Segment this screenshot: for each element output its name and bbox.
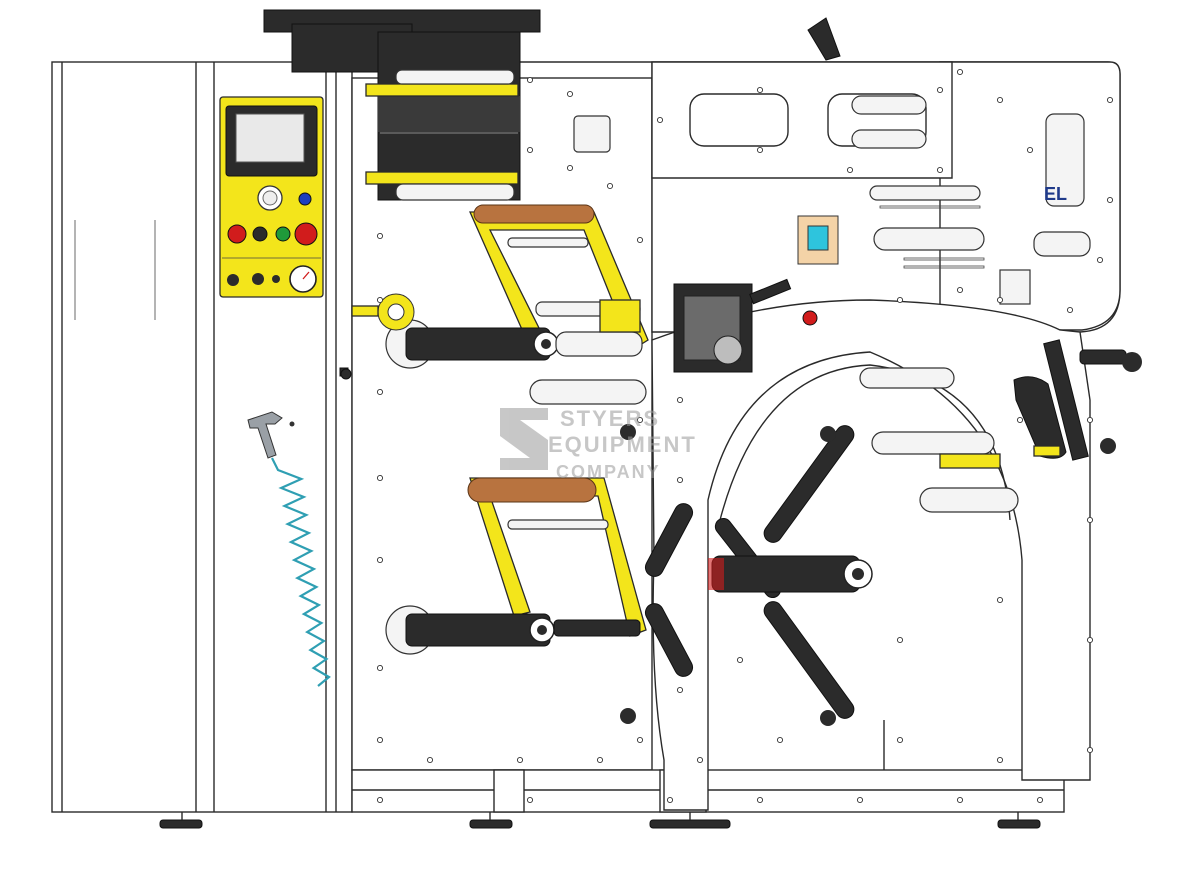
- fastener-dot: [676, 476, 684, 484]
- fastener-dot: [996, 596, 1004, 604]
- fastener-dot: [846, 166, 854, 174]
- knife-unit[interactable]: [673, 278, 818, 373]
- fastener-dot: [956, 68, 964, 76]
- fastener-dot: [376, 296, 384, 304]
- fastener-dots: [376, 68, 1114, 804]
- touchscreen-icon[interactable]: [235, 113, 305, 163]
- fastener-dot: [956, 796, 964, 804]
- fastener-dot: [376, 664, 384, 672]
- fastener-dot: [1106, 196, 1114, 204]
- top-web-guide: [263, 9, 841, 201]
- fastener-dot: [376, 474, 384, 482]
- fastener-dot: [1016, 416, 1024, 424]
- fastener-dot: [1086, 636, 1094, 644]
- machine-feet: [159, 812, 1041, 829]
- fastener-dot: [426, 756, 434, 764]
- fastener-dot: [1106, 96, 1114, 104]
- upper-unwind-shaft: [385, 319, 643, 369]
- fastener-dot: [1086, 516, 1094, 524]
- fastener-dot: [526, 146, 534, 154]
- fastener-dot: [566, 90, 574, 98]
- fastener-dot: [636, 236, 644, 244]
- fastener-dot: [636, 736, 644, 744]
- watermark-line-3: COMPANY: [556, 462, 661, 482]
- fastener-dot: [776, 736, 784, 744]
- fastener-dot: [376, 232, 384, 240]
- fastener-dot: [676, 686, 684, 694]
- watermark-line-1: STYERS: [560, 406, 660, 431]
- fastener-dot: [756, 796, 764, 804]
- watermark-line-2: EQUIPMENT: [548, 432, 697, 457]
- air-gun-icon: [247, 411, 295, 459]
- fastener-dot: [756, 146, 764, 154]
- fastener-dot: [856, 796, 864, 804]
- fastener-dot: [1096, 256, 1104, 264]
- fastener-dot: [896, 736, 904, 744]
- fastener-dot: [376, 556, 384, 564]
- fastener-dot: [1086, 746, 1094, 754]
- turret-rewind-icon[interactable]: [620, 422, 873, 726]
- fastener-dot: [606, 182, 614, 190]
- fastener-dot: [1036, 796, 1044, 804]
- fastener-dot: [526, 76, 534, 84]
- fastener-dot: [956, 286, 964, 294]
- emergency-stop-icon[interactable]: [294, 222, 318, 246]
- fastener-dot: [676, 396, 684, 404]
- fastener-dot: [526, 796, 534, 804]
- fastener-dot: [996, 756, 1004, 764]
- fastener-dot: [656, 116, 664, 124]
- upper-dancer-arm[interactable]: [469, 204, 649, 351]
- fastener-dot: [376, 388, 384, 396]
- fastener-dot: [566, 164, 574, 172]
- fastener-dot: [936, 166, 944, 174]
- fastener-dot: [516, 756, 524, 764]
- coiled-hose-icon: [271, 457, 331, 687]
- lower-unwind-shaft: [385, 605, 641, 655]
- fastener-dot: [896, 636, 904, 644]
- fastener-dot: [666, 796, 674, 804]
- fastener-dot: [896, 296, 904, 304]
- lay-on-arm[interactable]: [1043, 339, 1142, 461]
- pressure-gauge-icon: [289, 265, 317, 293]
- watermark: STYERS EQUIPMENT COMPANY: [500, 406, 697, 482]
- fastener-dot: [636, 416, 644, 424]
- fastener-dot: [376, 796, 384, 804]
- fastener-dot: [1026, 146, 1034, 154]
- fastener-dot: [996, 296, 1004, 304]
- fastener-dot: [736, 656, 744, 664]
- fastener-dot: [596, 756, 604, 764]
- fastener-dot: [696, 756, 704, 764]
- control-panel[interactable]: [219, 96, 324, 298]
- fastener-dot: [376, 736, 384, 744]
- fastener-dot: [756, 86, 764, 94]
- fastener-dot: [1066, 306, 1074, 314]
- fastener-dot: [1086, 416, 1094, 424]
- fastener-dot: [936, 86, 944, 94]
- brand-logo: EL: [1044, 184, 1067, 204]
- fastener-dot: [996, 96, 1004, 104]
